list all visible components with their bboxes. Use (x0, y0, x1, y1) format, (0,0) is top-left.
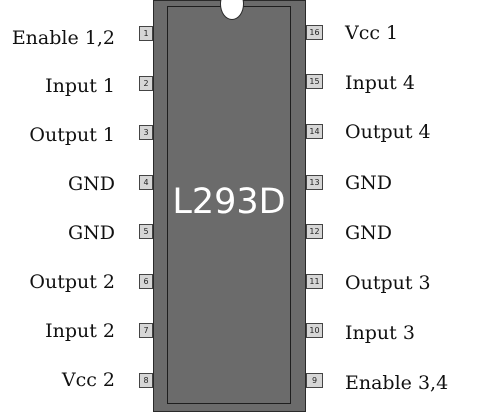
pin-9-box: 9 (306, 373, 323, 388)
pin-15-box: 15 (306, 74, 323, 89)
pin-5-box: 5 (139, 224, 153, 239)
chip-body (167, 6, 291, 404)
pin-12-box: 12 (306, 224, 323, 239)
pin-13-label: GND (345, 172, 393, 194)
pin-4-box: 4 (139, 175, 153, 190)
pin-6-box: 6 (139, 274, 153, 289)
pin-7-box: 7 (139, 323, 153, 338)
pin-8-label: Vcc 2 (61, 369, 115, 391)
pin-8-box: 8 (139, 373, 153, 388)
pin-2-box: 2 (139, 76, 153, 91)
pin-14-label: Output 4 (345, 121, 431, 143)
pin-3-label: Output 1 (29, 124, 115, 146)
pin-10-box: 10 (306, 323, 323, 338)
pin-12-label: GND (345, 222, 393, 244)
pin-16-label: Vcc 1 (345, 22, 399, 44)
pin-2-label: Input 1 (45, 75, 115, 97)
pin-4-label: GND (67, 173, 115, 195)
chip-name: L293D (172, 182, 286, 222)
pin-14-box: 14 (306, 124, 323, 139)
pin-10-label: Input 3 (345, 322, 415, 344)
pin-3-box: 3 (139, 125, 153, 140)
pin-1-box: 1 (139, 26, 153, 41)
pin-7-label: Input 2 (45, 320, 115, 342)
pin-16-box: 16 (306, 25, 323, 40)
pin-1-label: Enable 1,2 (11, 27, 115, 49)
pin-15-label: Input 4 (345, 72, 415, 94)
pin-5-label: GND (67, 222, 115, 244)
pin-11-label: Output 3 (345, 272, 431, 294)
pin-11-box: 11 (306, 274, 323, 289)
pin-13-box: 13 (306, 175, 323, 190)
pin-6-label: Output 2 (29, 271, 115, 293)
pin-9-label: Enable 3,4 (345, 372, 449, 394)
